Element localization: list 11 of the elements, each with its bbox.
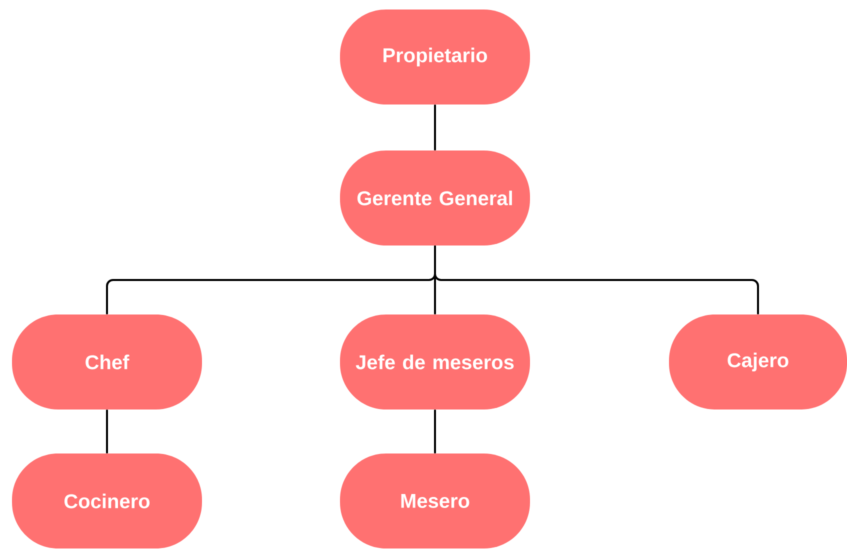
role-box: Mesero xyxy=(340,454,530,548)
role-box: Cocinero xyxy=(12,454,202,548)
role-box: Gerente General xyxy=(340,150,530,246)
role-box: Jefe de meseros xyxy=(340,314,530,410)
role-box: Cajero xyxy=(669,314,847,410)
role-box: Propietario xyxy=(340,10,530,104)
connector-line xyxy=(434,410,436,454)
connector-line xyxy=(434,246,759,314)
connector-line xyxy=(434,104,436,150)
connector-line xyxy=(106,410,108,454)
role-box: Chef xyxy=(12,314,202,410)
